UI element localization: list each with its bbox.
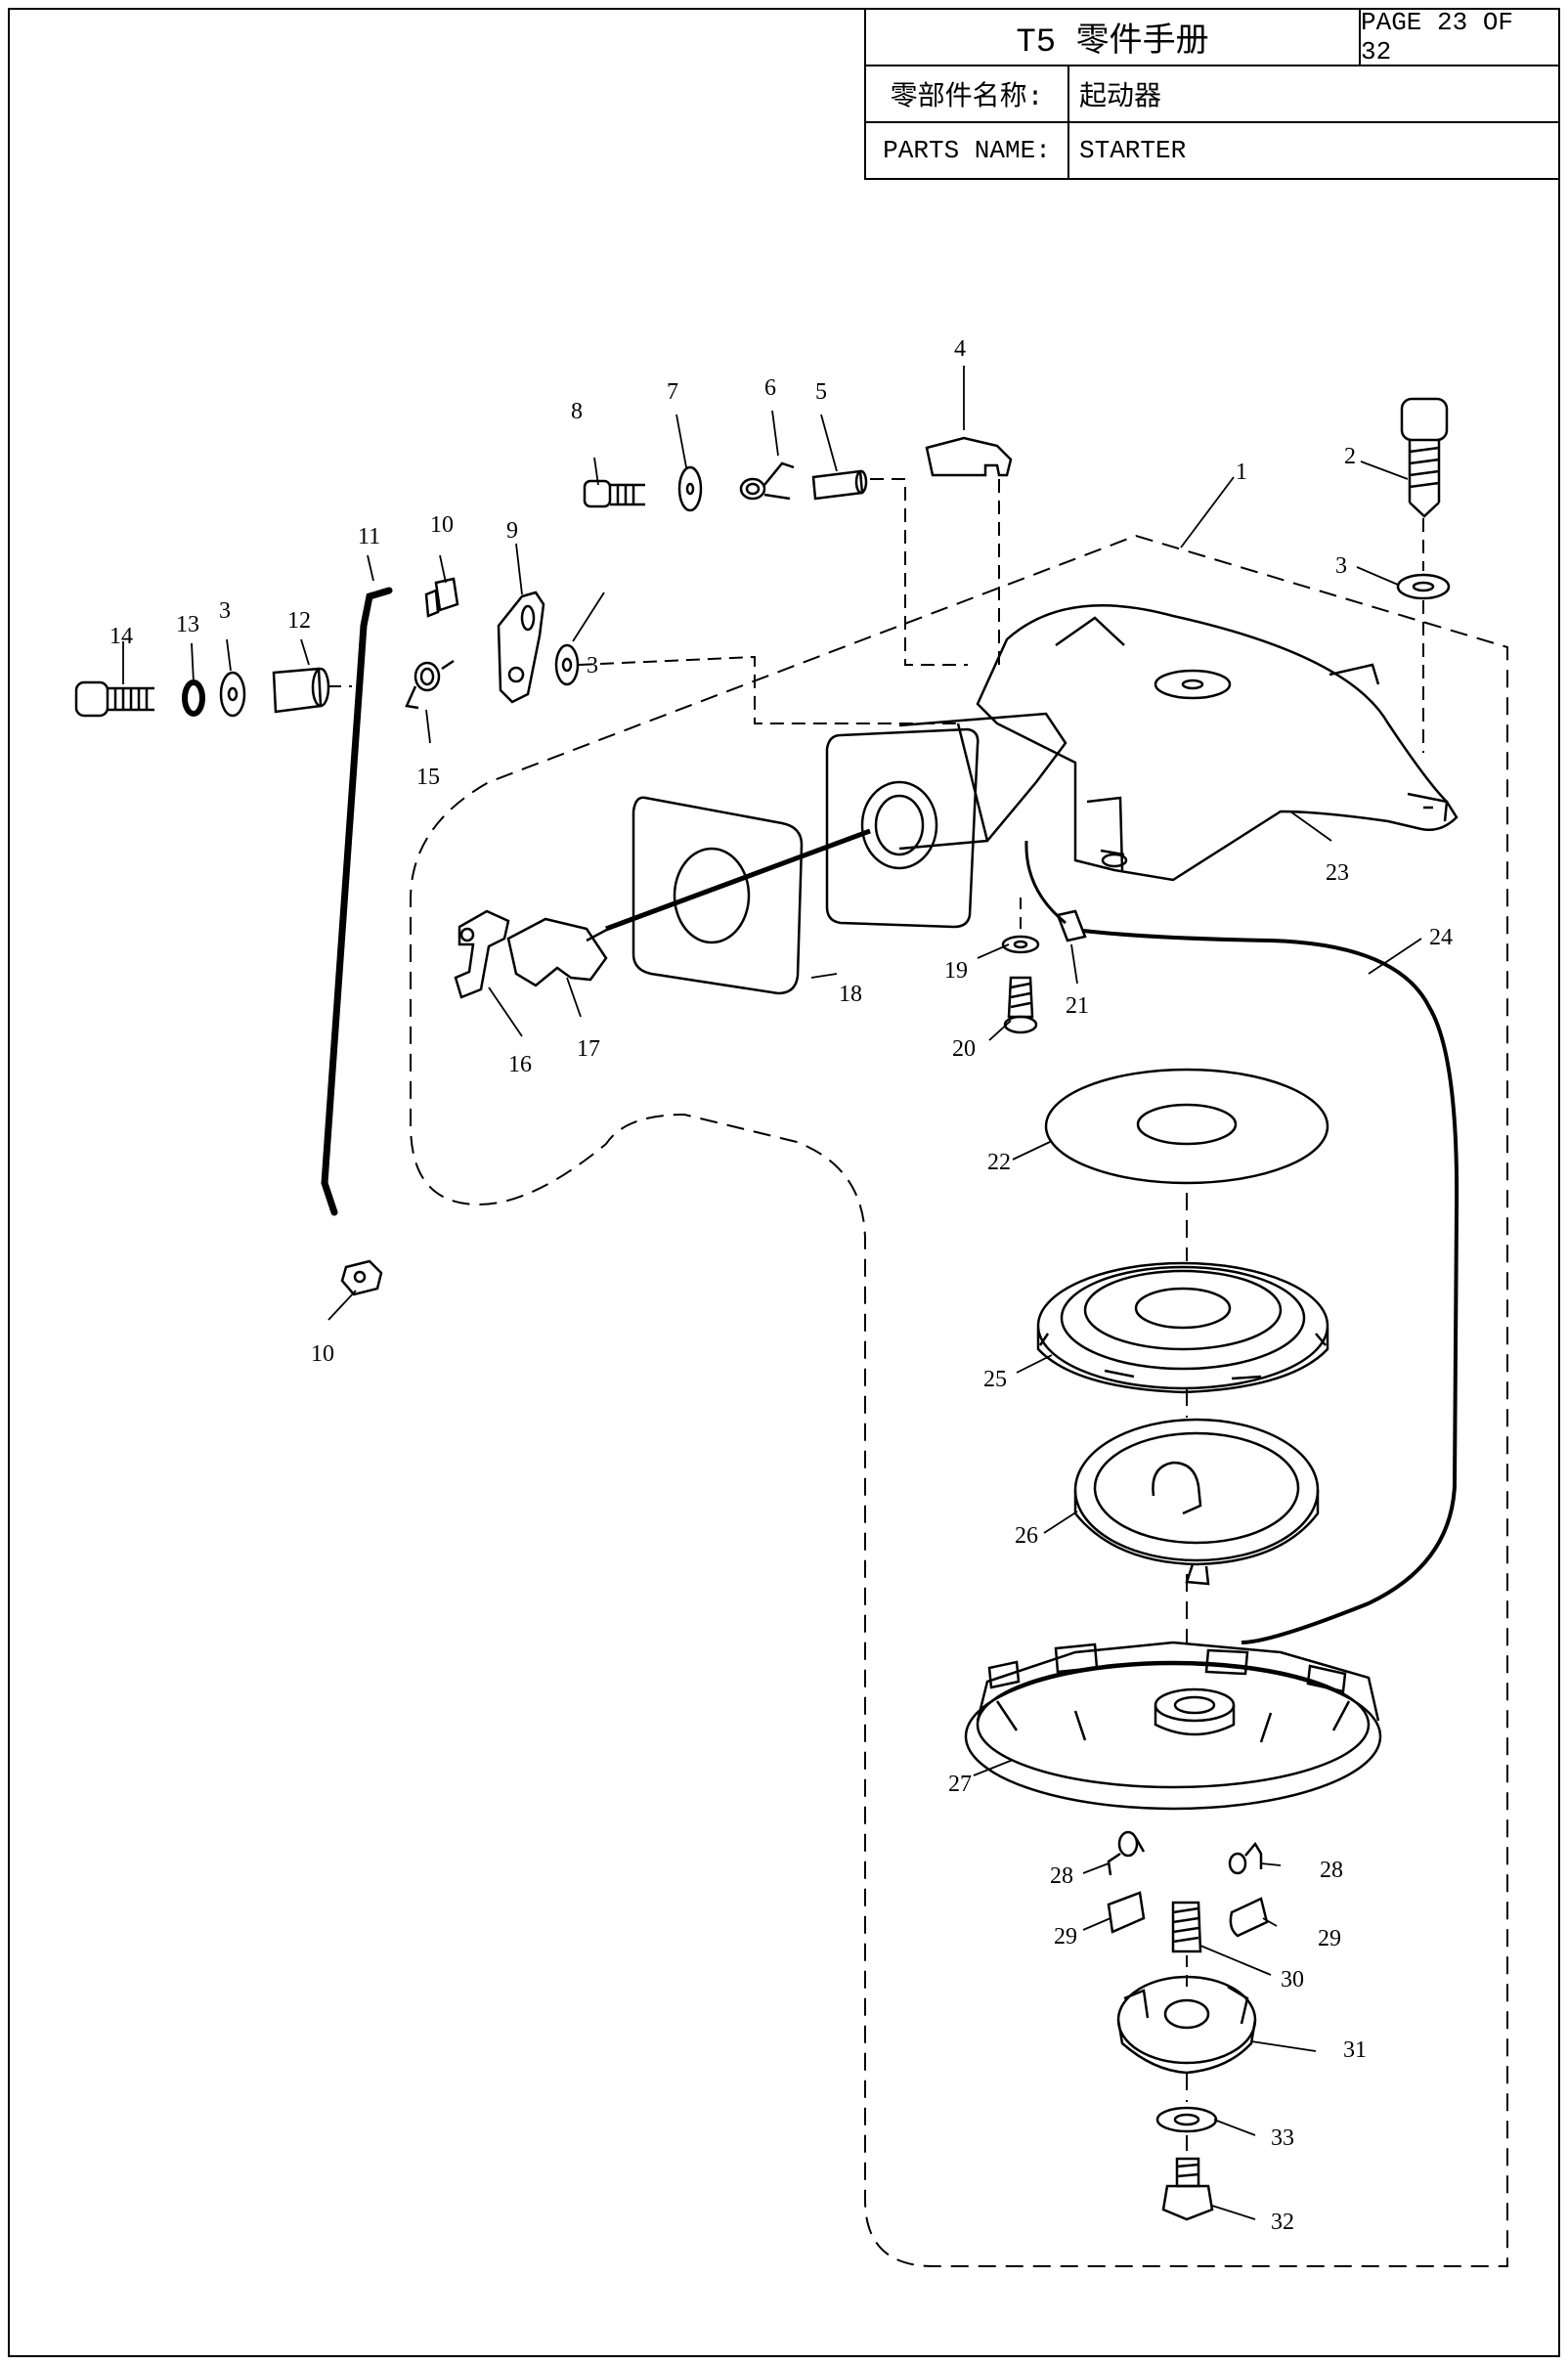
callout-8: 8: [571, 399, 583, 424]
cam-4: [925, 436, 1013, 477]
spring-case-25: [1036, 1261, 1329, 1394]
callout-9: 9: [506, 518, 518, 544]
bolt-2: [1400, 397, 1449, 518]
housing-23: [898, 604, 1459, 882]
rope-24: [1082, 929, 1459, 1644]
callout-1: 1: [1236, 460, 1247, 485]
callout-2: 2: [1344, 444, 1356, 469]
callout-22: 22: [987, 1150, 1011, 1175]
screw-32: [1161, 2157, 1214, 2221]
spring-28-left: [1107, 1830, 1146, 1876]
callout-24: 24: [1429, 925, 1453, 950]
washer-19: [1001, 935, 1040, 954]
callout-15: 15: [416, 765, 440, 790]
washer-7: [677, 465, 703, 512]
callout-20: 20: [952, 1036, 976, 1062]
handle-17: [506, 917, 617, 987]
pawl-29-left: [1107, 1891, 1146, 1934]
screw-8: [583, 479, 645, 508]
callout-29-left: 29: [1054, 1924, 1077, 1949]
callout-5: 5: [815, 379, 827, 405]
screw-20: [1003, 976, 1038, 1034]
callout-12: 12: [287, 608, 311, 634]
callout-23: 23: [1326, 860, 1349, 886]
callout-32: 32: [1271, 2210, 1294, 2235]
callout-28-left: 28: [1050, 1863, 1073, 1889]
callout-19: 19: [944, 958, 968, 984]
washer-3-mid: [554, 643, 580, 686]
callout-33: 33: [1271, 2125, 1294, 2151]
callout-11: 11: [358, 524, 380, 549]
washer-3-left: [219, 671, 246, 718]
title-block: T5 零件手册 PAGE 23 OF 32 零部件名称: 起动器 PARTS N…: [864, 8, 1560, 180]
callout-10-bottom: 10: [311, 1341, 334, 1367]
seal-18: [632, 796, 804, 995]
callout-3-mid: 3: [587, 653, 598, 679]
callout-14: 14: [109, 624, 133, 649]
spiral-spring-26: [1073, 1418, 1320, 1586]
nut-10-bottom: [340, 1259, 383, 1296]
parts-name-en-label: PARTS NAME:: [864, 121, 1069, 180]
callout-16: 16: [508, 1052, 532, 1077]
spring-28-right: [1228, 1841, 1263, 1875]
assembly-boundary: [410, 534, 1508, 2267]
callout-21: 21: [1066, 993, 1089, 1019]
callout-6: 6: [764, 375, 776, 401]
pin-5: [811, 469, 868, 501]
callout-27: 27: [948, 1772, 972, 1797]
callout-3-right: 3: [1335, 553, 1347, 579]
drawing-frame: [8, 8, 1560, 2357]
bushing-12: [272, 667, 330, 714]
nut-10-top: [424, 577, 459, 618]
clip-16: [454, 909, 510, 999]
pawl-29-right: [1229, 1897, 1269, 1938]
callout-26: 26: [1015, 1523, 1038, 1549]
ratchet-31: [1116, 1975, 1257, 2075]
callout-18: 18: [839, 982, 862, 1007]
callout-30: 30: [1281, 1967, 1304, 1993]
callout-7: 7: [667, 379, 678, 405]
spring-30: [1171, 1901, 1202, 1953]
callout-labels: 1 2 3 4 5 6 7 8 9 10 11 12 13 14 15 16 1…: [109, 336, 1453, 2235]
spring-6: [739, 461, 795, 501]
callout-3-left: 3: [219, 598, 231, 624]
callout-29-right: 29: [1318, 1926, 1341, 1951]
lock-washer-13: [182, 679, 205, 717]
callout-4: 4: [954, 336, 966, 362]
guide-21: [1056, 909, 1087, 942]
callout-28-right: 28: [1320, 1858, 1343, 1883]
spring-15: [405, 659, 455, 710]
callout-31: 31: [1343, 2037, 1367, 2063]
washer-33: [1155, 2106, 1218, 2133]
plate-22: [1044, 1068, 1329, 1185]
callout-13: 13: [176, 612, 199, 637]
pull-rod: [321, 587, 393, 1216]
pulley-27: [964, 1641, 1382, 1811]
callout-17: 17: [577, 1036, 600, 1062]
screw-14: [74, 680, 154, 718]
parts-name-en-value: STARTER: [1067, 121, 1560, 180]
lever-9: [497, 591, 545, 704]
washer-3-right: [1396, 573, 1451, 600]
guide-plate: [825, 727, 980, 929]
callout-10-top: 10: [430, 512, 454, 538]
callout-25: 25: [983, 1367, 1007, 1392]
